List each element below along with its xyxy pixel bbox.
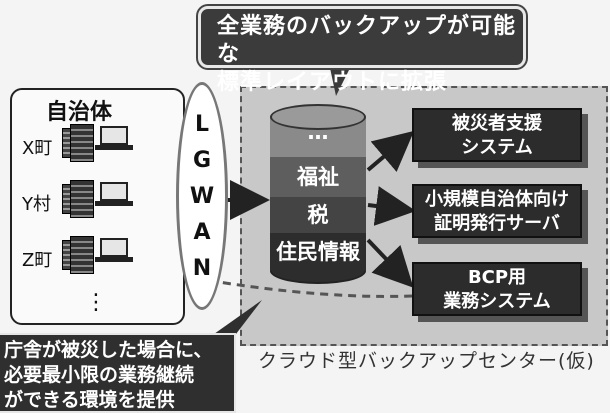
computer-icon (100, 126, 128, 145)
callout-bottom-line1: 庁舎が被災した場合に、 (4, 339, 213, 361)
callout-top-line2: 標準レイアウトに拡張 (217, 70, 448, 95)
lgwan-letter: L (194, 112, 210, 137)
system-3-line2: 業務システム (443, 291, 551, 312)
system-certificate-server: 小規模自治体向け 証明発行サーバ (412, 184, 582, 238)
db-segment-tax: 税 (270, 197, 366, 233)
lgwan-letter: G (192, 148, 212, 173)
database-cylinder-top (270, 104, 366, 130)
lgwan-network (176, 82, 228, 310)
system-2-line1: 小規模自治体向け (425, 189, 569, 210)
db-segment-resident-info: 住民情報 (270, 233, 366, 271)
computer-base (95, 201, 133, 206)
computer-base (95, 257, 133, 262)
municipality-label-y: Y村 (22, 194, 51, 215)
system-2-line2: 証明発行サーバ (434, 213, 560, 234)
cloud-center-caption: クラウド型バックアップセンター(仮) (258, 350, 595, 372)
callout-top-pointer (330, 68, 350, 96)
callout-business-continuity: 庁舎が被災した場合に、 必要最小限の業務継続 ができる環境を提供 (0, 333, 236, 413)
municipality-label-x: X町 (22, 138, 53, 159)
callout-standard-layout: 全業務のバックアップが可能な 標準レイアウトに拡張 (198, 6, 526, 95)
municipality-label-z: Z町 (22, 250, 53, 271)
system-disaster-victim-support: 被災者支援 システム (412, 108, 582, 162)
server-icon (70, 236, 94, 274)
computer-icon (100, 182, 128, 201)
db-segment-welfare: 福祉 (270, 157, 366, 197)
municipality-title: 自治体 (46, 100, 113, 125)
system-1-line2: システム (461, 137, 533, 158)
dashed-bcp-return-arrow (134, 257, 413, 298)
callout-bottom-line3: ができる環境を提供 (4, 389, 175, 411)
computer-icon (100, 238, 128, 257)
more-municipalities: ⋮ (85, 290, 107, 315)
system-bcp-business: BCP用 業務システム (412, 262, 582, 316)
lgwan-letter: A (193, 220, 211, 245)
arrow-db-to-system-1 (366, 130, 415, 172)
arrow-db-to-system-2 (367, 186, 416, 226)
lgwan-letter: N (192, 256, 212, 281)
callout-bottom-line2: 必要最小限の業務継続 (4, 364, 195, 386)
callout-bottom-pointer (214, 300, 262, 334)
system-1-line1: 被災者支援 (452, 113, 542, 134)
lgwan-letter: W (189, 184, 215, 209)
server-icon (70, 180, 94, 218)
server-icon (70, 124, 94, 162)
system-3-line1: BCP用 (467, 267, 527, 288)
arrow-db-to-system-3 (366, 238, 414, 288)
callout-top-line1: 全業務のバックアップが可能な (217, 14, 517, 67)
computer-base (95, 145, 133, 150)
